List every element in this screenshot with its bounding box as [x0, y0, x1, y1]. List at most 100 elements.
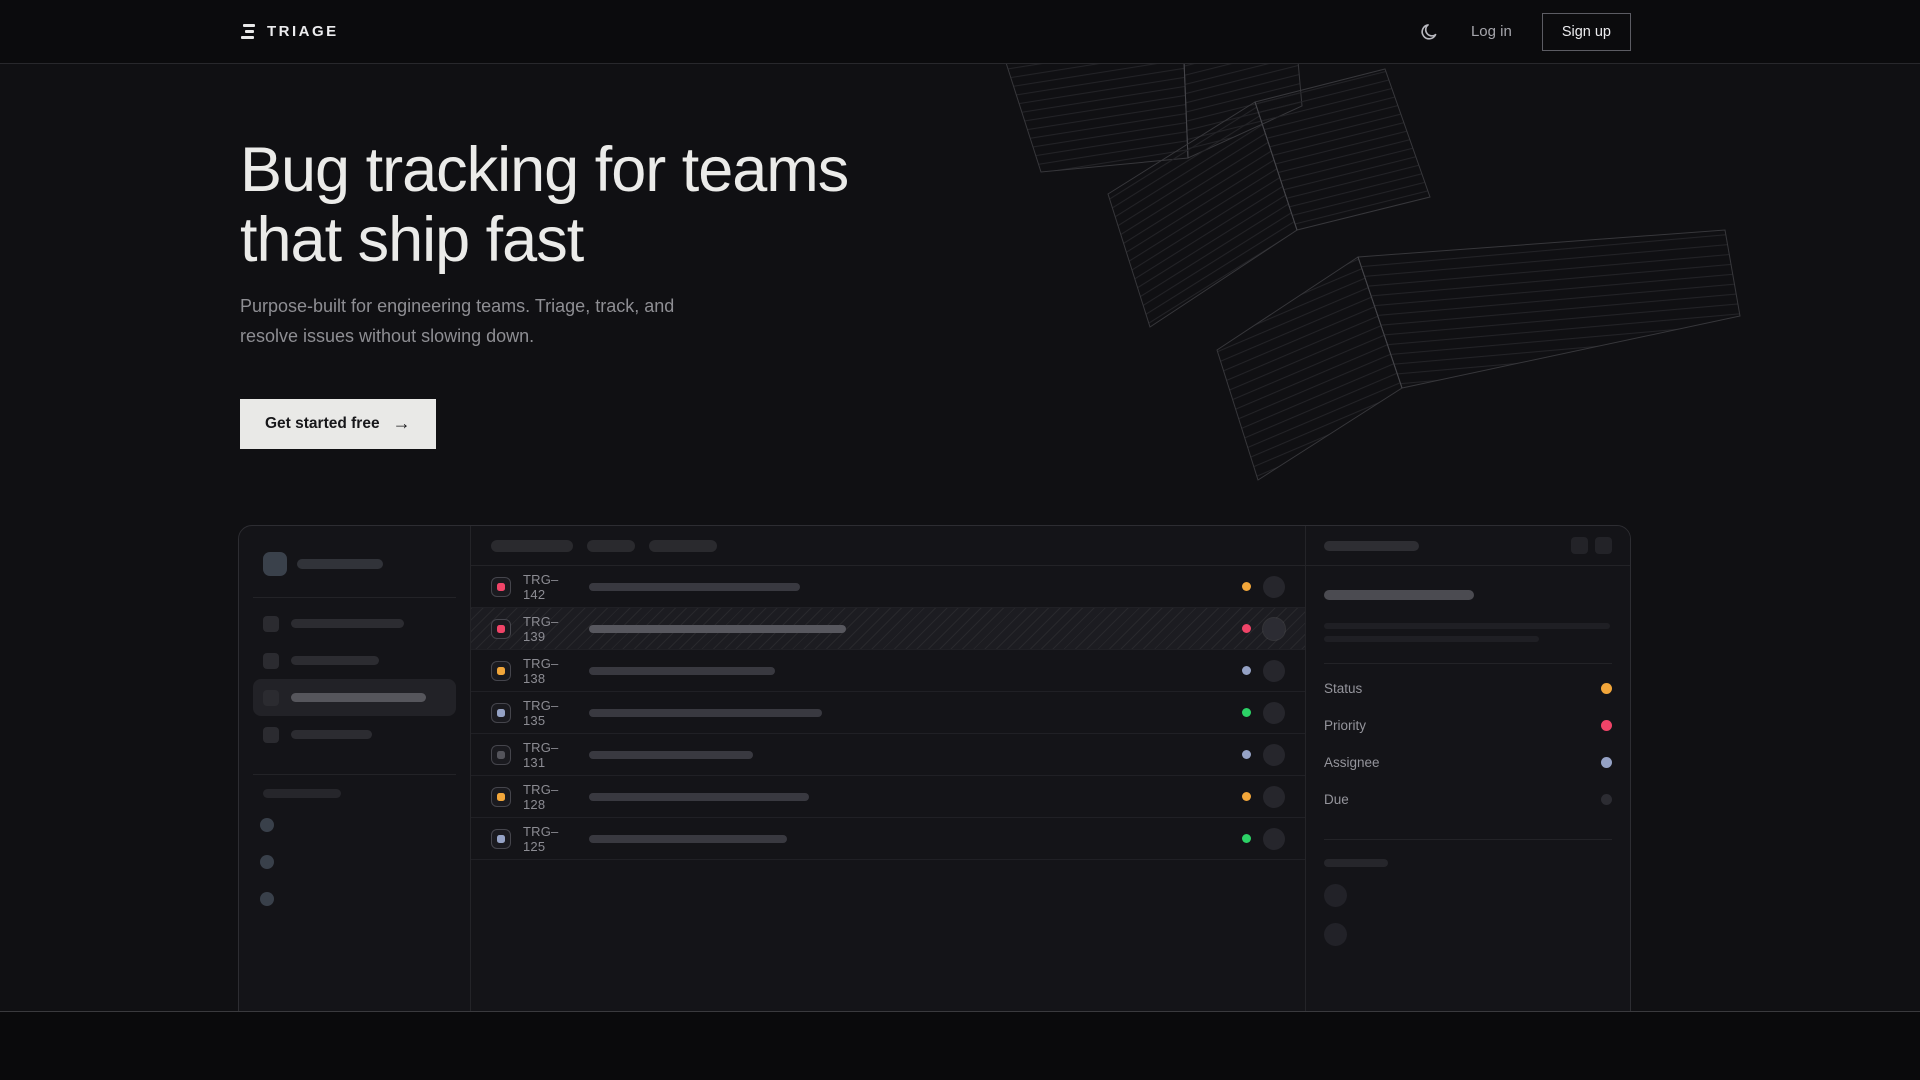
- issue-id: TRG–139: [523, 613, 559, 644]
- assignee-avatar: [1263, 743, 1285, 766]
- signup-button[interactable]: Sign up: [1541, 12, 1631, 51]
- field-value-dot: [1601, 757, 1612, 768]
- panel-button-skeleton: [1571, 537, 1588, 554]
- issue-type-icon: [491, 786, 511, 807]
- issue-type-icon: [491, 744, 511, 765]
- issue-row-128: TRG–128: [471, 776, 1305, 818]
- assignee-avatar: [1263, 575, 1285, 598]
- assignee-avatar: [1263, 785, 1285, 808]
- assignee-avatar: [1263, 827, 1285, 850]
- assignee-avatar: [1263, 617, 1285, 640]
- sidebar-dot-skeleton: [260, 818, 274, 832]
- field-label: Status: [1324, 681, 1363, 696]
- sidebar-item-skeleton-active: [253, 679, 456, 716]
- sidebar-dot-skeleton: [260, 892, 274, 906]
- issue-id: TRG–135: [523, 697, 559, 728]
- login-link[interactable]: Log in: [1470, 23, 1512, 40]
- issue-row-135: TRG–135: [471, 692, 1305, 734]
- filter-pill-skeleton: [587, 539, 635, 552]
- top-navbar: TRIAGE Log in Sign up: [0, 0, 1920, 64]
- issue-type-icon: [491, 828, 511, 849]
- sidebar-dot-skeleton: [260, 855, 274, 869]
- field-row-assignee: Assignee: [1324, 744, 1612, 781]
- field-label: Due: [1324, 792, 1349, 807]
- issue-title-skeleton: [589, 792, 809, 801]
- issue-title-skeleton: [1324, 590, 1474, 600]
- description-line-skeleton: [1324, 623, 1610, 629]
- issue-id: TRG–125: [523, 823, 559, 854]
- divider: [253, 774, 456, 775]
- nav-icon-skeleton: [263, 652, 279, 669]
- issue-id: TRG–142: [523, 571, 559, 602]
- workspace-row: [239, 552, 470, 576]
- status-dot: [1242, 624, 1251, 633]
- status-dot: [1242, 708, 1251, 717]
- field-label: Priority: [1324, 718, 1367, 733]
- status-dot: [1242, 792, 1251, 801]
- page-title: Bug tracking for teams that ship fast: [240, 135, 849, 275]
- theme-toggle-moon-icon[interactable]: [1419, 21, 1441, 43]
- get-started-button[interactable]: Get started free →: [240, 399, 436, 449]
- assignee-avatar: [1263, 659, 1285, 682]
- activity-label-skeleton: [1324, 859, 1388, 867]
- arrow-right-icon: →: [392, 412, 411, 433]
- divider: [1324, 663, 1612, 664]
- field-value-dot: [1601, 720, 1612, 731]
- workspace-name-skeleton: [297, 559, 383, 569]
- filter-pill-skeleton: [649, 539, 717, 552]
- hero-content: Bug tracking for teams that ship fast Pu…: [240, 64, 1920, 449]
- comment-avatar-skeleton: [1324, 884, 1347, 907]
- divider: [253, 597, 456, 598]
- issue-type-icon: [491, 702, 511, 723]
- issue-type-icon: [491, 660, 511, 681]
- page-footer: [0, 1012, 1920, 1079]
- issue-row-131: TRG–131: [471, 734, 1305, 776]
- issue-list-header: [471, 526, 1305, 566]
- status-dot: [1242, 834, 1251, 843]
- navbar-actions: Log in Sign up: [1419, 12, 1631, 51]
- status-dot: [1242, 750, 1251, 759]
- sidebar-nav-skeleton: [239, 605, 470, 753]
- issue-title-skeleton: [589, 582, 800, 591]
- status-dot: [1242, 666, 1251, 675]
- sidebar-item-skeleton: [253, 605, 456, 642]
- field-row-due: Due: [1324, 781, 1612, 818]
- panel-title-skeleton: [1324, 540, 1419, 551]
- issue-id: TRG–131: [523, 739, 559, 770]
- field-row-status: Status: [1324, 670, 1612, 707]
- panel-header: [1306, 526, 1630, 566]
- nav-icon-skeleton: [263, 615, 279, 632]
- issue-id: TRG–128: [523, 781, 559, 812]
- section-label-skeleton: [263, 789, 341, 798]
- description-line-skeleton: [1324, 636, 1539, 642]
- issue-type-icon: [491, 618, 511, 639]
- hero-section: Bug tracking for teams that ship fast Pu…: [0, 64, 1920, 1012]
- comment-avatar-skeleton: [1324, 923, 1347, 946]
- nav-icon-skeleton: [263, 726, 279, 743]
- divider: [1324, 839, 1612, 840]
- brand-name: TRIAGE: [267, 23, 339, 40]
- triage-logo-icon: [240, 24, 256, 39]
- panel-button-skeleton: [1595, 537, 1612, 554]
- workspace-avatar: [263, 552, 287, 576]
- mockup-sidebar: [239, 526, 471, 1011]
- issue-row-142: TRG–142: [471, 566, 1305, 608]
- assignee-avatar: [1263, 701, 1285, 724]
- issue-title-skeleton: [589, 666, 775, 675]
- hero-subtitle: Purpose-built for engineering teams. Tri…: [240, 296, 675, 346]
- field-value-dot: [1601, 683, 1612, 694]
- field-value-dot: [1601, 794, 1612, 805]
- field-label: Assignee: [1324, 755, 1380, 770]
- issue-title-skeleton: [589, 834, 787, 843]
- status-dot: [1242, 582, 1251, 591]
- field-row-priority: Priority: [1324, 707, 1612, 744]
- issue-row-139: TRG–139: [471, 608, 1305, 650]
- issue-title-skeleton: [589, 708, 822, 717]
- issue-row-138: TRG–138: [471, 650, 1305, 692]
- sidebar-item-skeleton: [253, 716, 456, 753]
- issue-title-skeleton: [589, 624, 846, 633]
